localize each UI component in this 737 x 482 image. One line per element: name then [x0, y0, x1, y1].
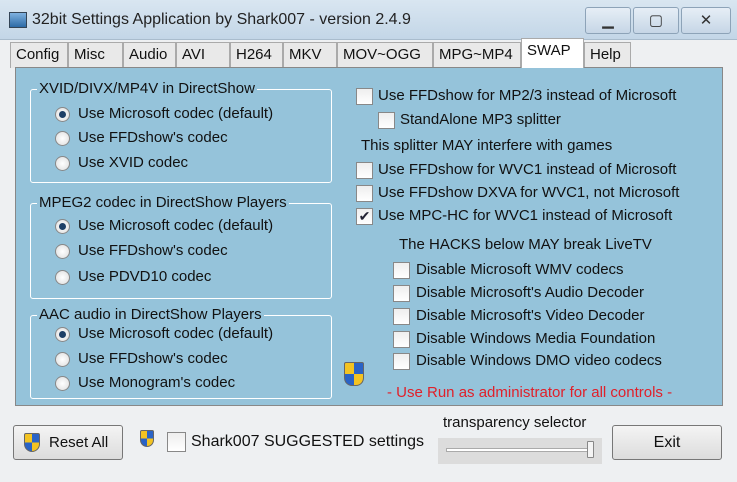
title-bar: 32bit Settings Application by Shark007 -…: [0, 0, 737, 40]
wvc1-dxva-label[interactable]: Use FFDshow DXVA for WVC1, not Microsoft: [378, 184, 680, 201]
tab-avi[interactable]: AVI: [176, 42, 230, 68]
transparency-label: transparency selector: [443, 414, 587, 431]
mpeg2-pdvd10-label[interactable]: Use PDVD10 codec: [78, 268, 212, 285]
tab-audio[interactable]: Audio: [123, 42, 176, 68]
aac-ffdshow-label[interactable]: Use FFDshow's codec: [78, 350, 228, 367]
aac-monogram-label[interactable]: Use Monogram's codec: [78, 374, 236, 391]
hacks-note: The HACKS below MAY break LiveTV: [399, 236, 652, 253]
mpeg2-pdvd10-radio[interactable]: [55, 270, 70, 285]
window-title: 32bit Settings Application by Shark007 -…: [32, 11, 411, 28]
mpeg2-ffdshow-radio[interactable]: [55, 244, 70, 259]
tab-misc[interactable]: Misc: [68, 42, 123, 68]
disable-wmv-label[interactable]: Disable Microsoft WMV codecs: [416, 261, 624, 278]
maximize-button[interactable]: ▢: [633, 7, 679, 34]
disable-dmo-label[interactable]: Disable Windows DMO video codecs: [416, 352, 662, 369]
disable-video-decoder-label[interactable]: Disable Microsoft's Video Decoder: [416, 307, 645, 324]
disable-video-decoder-checkbox[interactable]: [393, 308, 410, 325]
aac-monogram-radio[interactable]: [55, 376, 70, 391]
disable-dmo-checkbox[interactable]: [393, 353, 410, 370]
mpeg2-group-title: MPEG2 codec in DirectShow Players: [37, 194, 289, 211]
suggested-settings-checkbox[interactable]: [167, 432, 186, 452]
mp23-checkbox[interactable]: [356, 88, 373, 105]
xvid-microsoft-label[interactable]: Use Microsoft codec (default): [78, 105, 274, 122]
wvc1-ffdshow-label[interactable]: Use FFDshow for WVC1 instead of Microsof…: [378, 161, 677, 178]
transparency-slider[interactable]: [438, 438, 602, 464]
aac-microsoft-label[interactable]: Use Microsoft codec (default): [78, 325, 274, 342]
reset-all-button[interactable]: Reset All: [13, 425, 123, 460]
xvid-xvid-label[interactable]: Use XVID codec: [78, 154, 189, 171]
mpeg2-microsoft-label[interactable]: Use Microsoft codec (default): [78, 217, 274, 234]
swap-panel: [15, 67, 723, 406]
wvc1-ffdshow-checkbox[interactable]: [356, 162, 373, 179]
wvc1-mpchc-label[interactable]: Use MPC-HC for WVC1 instead of Microsoft: [378, 207, 673, 224]
xvid-ffdshow-label[interactable]: Use FFDshow's codec: [78, 129, 228, 146]
tab-swap[interactable]: SWAP: [521, 38, 584, 68]
exit-button[interactable]: Exit: [612, 425, 722, 460]
mpeg2-microsoft-radio[interactable]: [55, 219, 70, 234]
standalone-mp3-label[interactable]: StandAlone MP3 splitter: [400, 111, 561, 128]
uac-shield-icon: [24, 433, 40, 452]
admin-note: - Use Run as administrator for all contr…: [387, 384, 673, 401]
xvid-group-title: XVID/DIVX/MP4V in DirectShow: [37, 80, 257, 97]
splitter-note: This splitter MAY interfere with games: [361, 137, 613, 154]
disable-wmf-label[interactable]: Disable Windows Media Foundation: [416, 330, 656, 347]
standalone-mp3-checkbox[interactable]: [378, 112, 395, 129]
tab-h264[interactable]: H264: [230, 42, 283, 68]
minimize-button[interactable]: ▁: [585, 7, 631, 34]
xvid-microsoft-radio[interactable]: [55, 107, 70, 122]
aac-group-title: AAC audio in DirectShow Players: [37, 306, 264, 323]
reset-all-label: Reset All: [49, 434, 109, 451]
xvid-ffdshow-radio[interactable]: [55, 131, 70, 146]
wvc1-dxva-checkbox[interactable]: [356, 185, 373, 202]
uac-shield-icon: [140, 430, 154, 447]
slider-thumb[interactable]: [587, 441, 594, 458]
suggested-settings-label[interactable]: Shark007 SUGGESTED settings: [191, 433, 424, 450]
mp23-label[interactable]: Use FFDshow for MP2/3 instead of Microso…: [378, 87, 677, 104]
app-icon: [9, 12, 27, 28]
uac-shield-icon: [344, 362, 364, 386]
disable-wmf-checkbox[interactable]: [393, 331, 410, 348]
xvid-xvid-radio[interactable]: [55, 156, 70, 171]
disable-audio-decoder-checkbox[interactable]: [393, 285, 410, 302]
tab-mov-ogg[interactable]: MOV~OGG: [337, 42, 433, 68]
disable-wmv-checkbox[interactable]: [393, 262, 410, 279]
close-button[interactable]: ✕: [681, 7, 731, 34]
aac-ffdshow-radio[interactable]: [55, 352, 70, 367]
tab-help[interactable]: Help: [584, 42, 631, 68]
aac-microsoft-radio[interactable]: [55, 327, 70, 342]
tab-config[interactable]: Config: [10, 42, 68, 68]
tab-mpg-mp4[interactable]: MPG~MP4: [433, 42, 521, 68]
tab-mkv[interactable]: MKV: [283, 42, 337, 68]
mpeg2-ffdshow-label[interactable]: Use FFDshow's codec: [78, 242, 228, 259]
slider-track: [446, 448, 594, 452]
wvc1-mpchc-checkbox[interactable]: ✔: [356, 208, 373, 225]
disable-audio-decoder-label[interactable]: Disable Microsoft's Audio Decoder: [416, 284, 644, 301]
